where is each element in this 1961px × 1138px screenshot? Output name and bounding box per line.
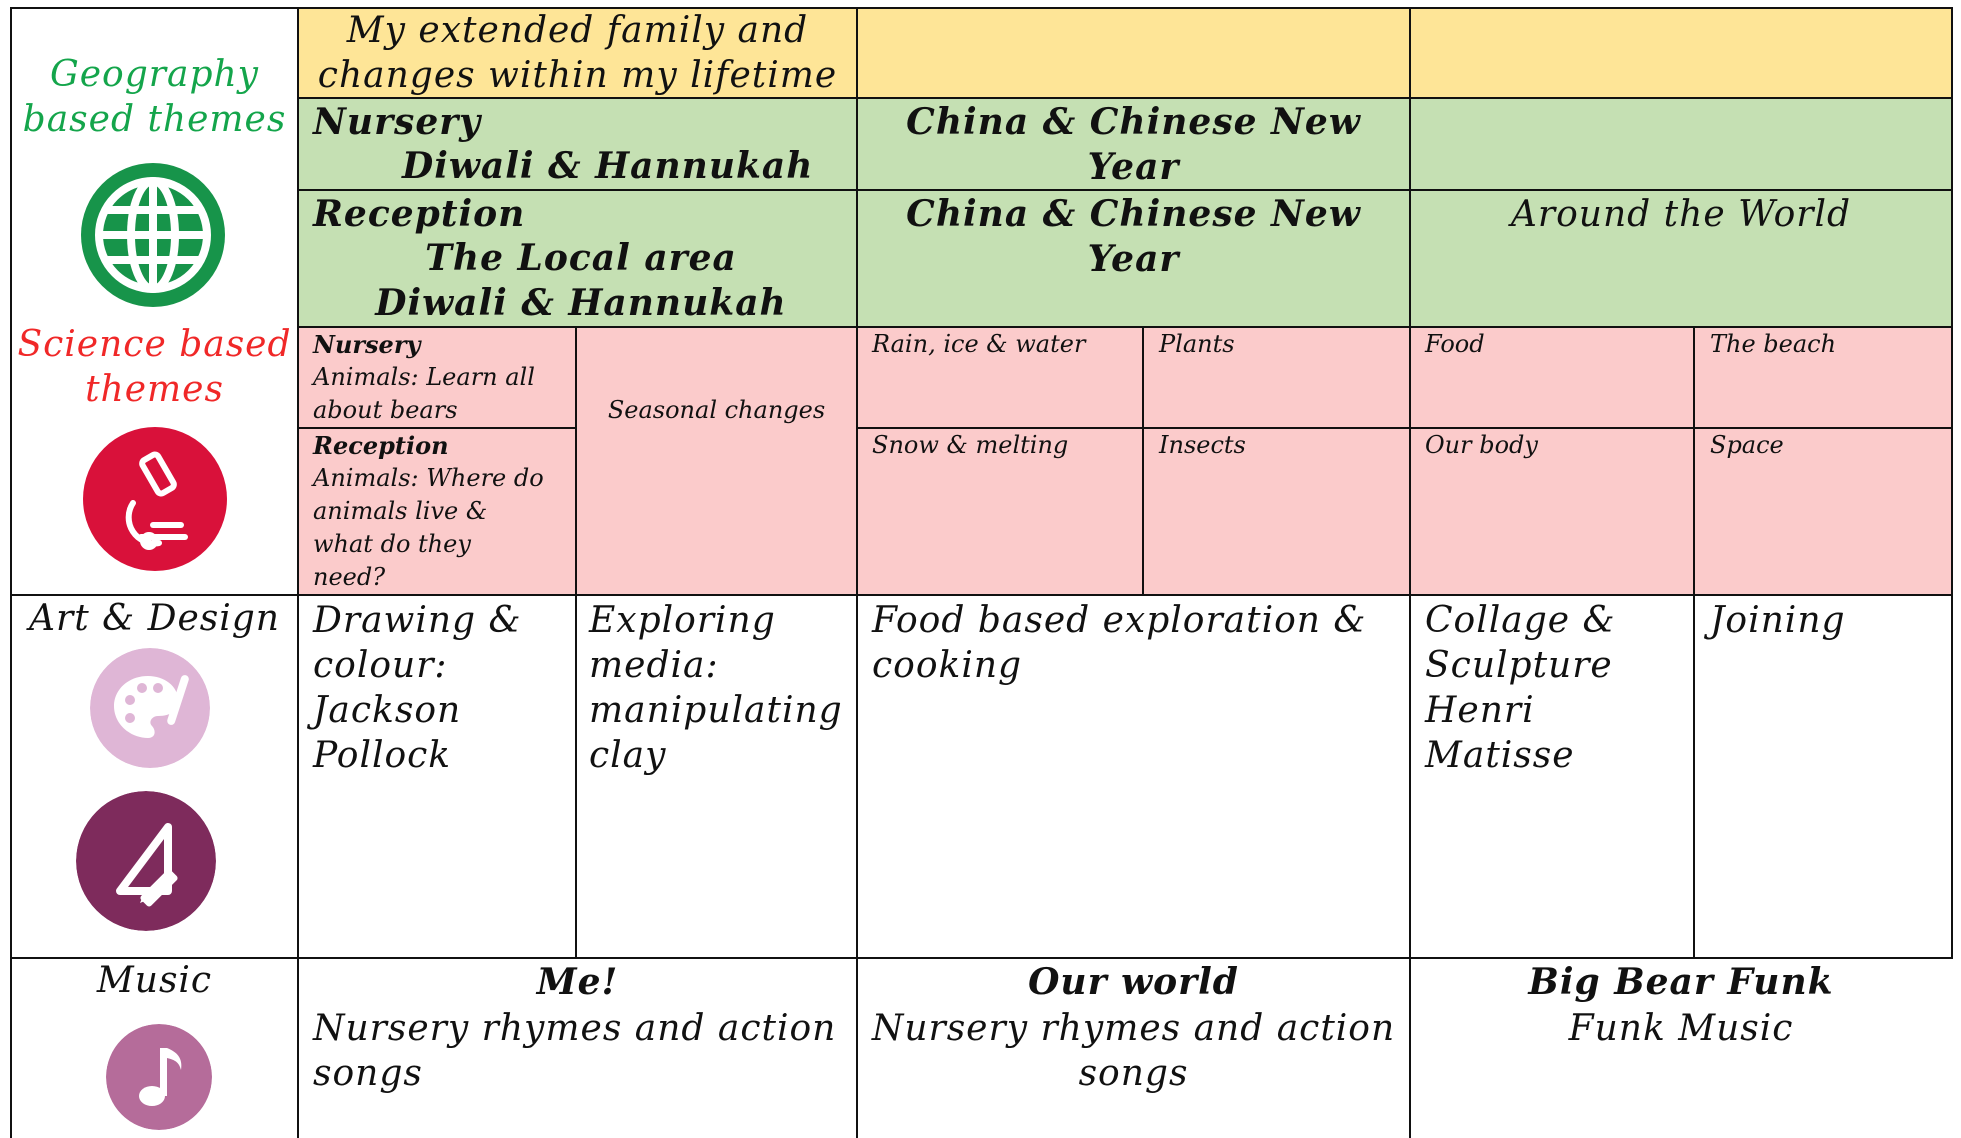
grid-line xyxy=(297,7,299,1138)
geography-reception-topics: The Local area Diwali & Hannukah xyxy=(375,237,787,324)
science-nursery-heading: Nursery xyxy=(313,330,421,359)
set-square-pencil-icon xyxy=(76,791,216,931)
grid-line xyxy=(297,326,1953,328)
art-exploring-media: Exploring media: manipulating clay xyxy=(589,600,843,776)
globe-icon xyxy=(81,163,225,307)
grid-line xyxy=(856,427,1953,429)
grid-line xyxy=(1409,7,1411,1138)
science-reception-heading: Reception xyxy=(313,431,449,460)
palette-icon xyxy=(90,648,210,768)
science-our-body: Our body xyxy=(1425,431,1538,459)
grid-line xyxy=(1142,326,1144,596)
geography-label: Geography based themes xyxy=(22,54,287,140)
grid-line xyxy=(10,7,1953,9)
music-col1-text: Nursery rhymes and action songs xyxy=(313,1008,837,1094)
science-rain-ice-water: Rain, ice & water xyxy=(872,330,1086,358)
music-col2-text: Nursery rhymes and action songs xyxy=(871,1008,1396,1094)
geography-nursery-topic: Diwali & Hannukah xyxy=(402,145,814,187)
music-col1-title: Me! xyxy=(536,961,619,1003)
science-nursery-topic: Animals: Learn all about bears xyxy=(313,363,535,424)
grid-line xyxy=(1693,326,1695,958)
science-reception-topic: Animals: Where do animals live & what do… xyxy=(313,464,544,591)
grid-line xyxy=(10,594,1953,596)
science-plants: Plants xyxy=(1159,330,1235,358)
music-col2-title: Our world xyxy=(1028,961,1239,1003)
geography-reception-col3: Around the World xyxy=(1510,194,1852,235)
grid-line xyxy=(297,427,575,429)
science-seasonal-changes: Seasonal changes xyxy=(607,396,826,424)
grid-line xyxy=(1951,7,1953,958)
music-note-icon xyxy=(106,1024,212,1130)
art-food-exploration: Food based exploration & cooking xyxy=(872,600,1367,686)
science-insects: Insects xyxy=(1159,431,1246,459)
science-space: Space xyxy=(1710,431,1784,459)
art-collage-sculpture: Collage & Sculpture Henri Matisse xyxy=(1425,600,1616,776)
geography-nursery-row xyxy=(298,98,1951,189)
art-design-label: Art & Design xyxy=(29,598,280,639)
art-joining: Joining xyxy=(1710,600,1846,641)
grid-line xyxy=(575,326,577,958)
geography-nursery-heading: Nursery xyxy=(313,101,482,143)
music-col3-text: Funk Music xyxy=(1568,1008,1794,1049)
science-row xyxy=(298,327,1951,594)
science-the-beach: The beach xyxy=(1710,330,1837,358)
geography-nursery-col2: China & Chinese New Year xyxy=(906,101,1361,188)
microscope-icon xyxy=(83,427,227,571)
history-row xyxy=(298,8,1951,97)
geography-reception-heading: Reception xyxy=(313,193,526,235)
science-snow-melting: Snow & melting xyxy=(872,431,1069,459)
history-topic: My extended family and changes within my… xyxy=(317,10,838,96)
grid-line xyxy=(10,7,12,1138)
art-drawing-colour: Drawing & colour: Jackson Pollock xyxy=(313,600,522,776)
grid-line xyxy=(856,7,858,1138)
geography-reception-row xyxy=(298,190,1951,326)
science-label: Science based themes xyxy=(17,324,292,410)
music-col3-title: Big Bear Funk xyxy=(1528,961,1834,1003)
music-label: Music xyxy=(96,960,213,1001)
grid-line xyxy=(297,97,1953,99)
grid-line xyxy=(297,189,1953,191)
science-food: Food xyxy=(1425,330,1485,358)
geography-reception-col2: China & Chinese New Year xyxy=(906,193,1361,280)
grid-line xyxy=(10,957,1953,959)
